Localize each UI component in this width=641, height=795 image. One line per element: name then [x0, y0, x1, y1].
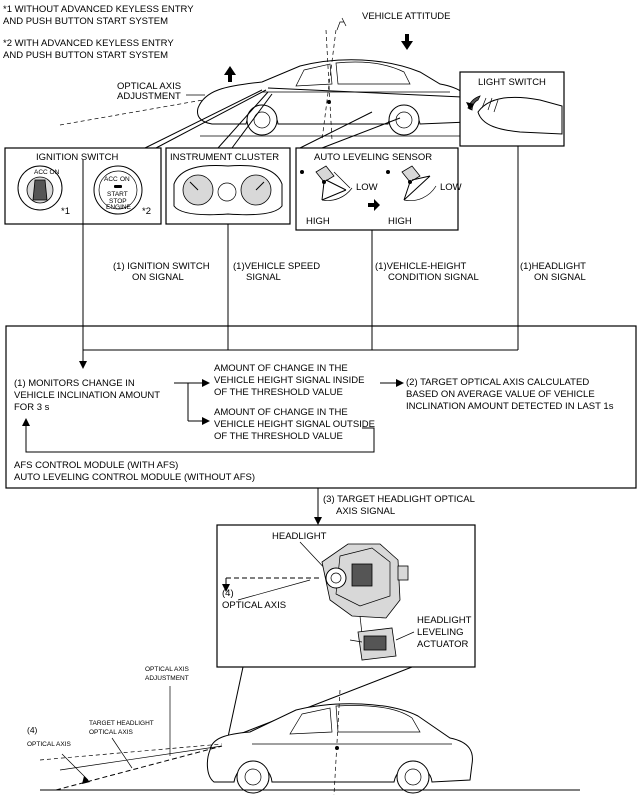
bottom-axis-num: (4)	[27, 725, 38, 735]
module-line-2: AUTO LEVELING CONTROL MODULE (WITHOUT AF…	[14, 472, 255, 483]
footnotes: *1 WITHOUT ADVANCED KEYLESS ENTRY AND PU…	[3, 4, 194, 61]
signal-height-2: CONDITION SIGNAL	[388, 272, 479, 283]
sensor-high-2: HIGH	[388, 216, 412, 227]
monitors-line-1: (1) MONITORS CHANGE IN	[14, 378, 135, 389]
inside-line-1: AMOUNT OF CHANGE IN THE	[214, 363, 348, 374]
target-line-3: INCLINATION AMOUNT DETECTED IN LAST 1s	[406, 401, 614, 412]
bottom-adjustment-2: ADJUSTMENT	[145, 675, 189, 682]
ignition-switch-label: IGNITION SWITCH	[36, 152, 118, 163]
light-switch-box: LIGHT SWITCH	[459, 71, 565, 147]
sensor-high-1: HIGH	[306, 216, 330, 227]
signal-headlight-1: (1)HEADLIGHT	[520, 261, 586, 272]
optical-axis-adjustment-label-2: ADJUSTMENT	[117, 91, 181, 102]
light-switch-label: LIGHT SWITCH	[478, 77, 546, 88]
ignition-mark-2: *2	[142, 206, 151, 217]
top-vehicle-illustration	[59, 17, 471, 141]
signal-headlight-2: ON SIGNAL	[534, 272, 586, 283]
bottom-adjustment-1: OPTICAL AXIS	[145, 666, 189, 673]
headlight-actuator-box: HEADLIGHT (4) OPTICAL AXIS HEADLIGHT LEV…	[216, 524, 476, 668]
control-module-box: (1) MONITORS CHANGE IN VEHICLE INCLINATI…	[5, 325, 637, 489]
push-button-acc: ACC	[104, 176, 118, 183]
signal-ignition-2: ON SIGNAL	[132, 272, 184, 283]
outside-line-1: AMOUNT OF CHANGE IN THE	[214, 407, 348, 418]
actuator-line-2: LEVELING	[417, 627, 463, 638]
actuator-line-1: HEADLIGHT	[417, 615, 472, 626]
signal-speed-2: SIGNAL	[246, 272, 281, 283]
outside-line-3: OF THE THRESHOLD VALUE	[214, 431, 343, 442]
target-line-1: (2) TARGET OPTICAL AXIS CALCULATED	[406, 377, 589, 388]
push-button-on: ON	[120, 176, 130, 183]
push-button-engine: ENGINE	[106, 204, 132, 211]
output-signal-2: AXIS SIGNAL	[336, 506, 395, 517]
outside-line-2: VEHICLE HEIGHT SIGNAL OUTSIDE	[214, 419, 375, 430]
auto-leveling-sensor-box: AUTO LEVELING SENSOR LOW HIGH LOW HIGH	[295, 147, 462, 231]
note-1-line-1: *1 WITHOUT ADVANCED KEYLESS ENTRY	[3, 4, 194, 15]
input-signal-lines	[79, 146, 519, 369]
ignition-mark-1: *1	[61, 206, 70, 217]
actuator-line-3: ACTUATOR	[417, 639, 469, 650]
push-button-stop: STOP	[109, 198, 127, 205]
instrument-cluster-box: INSTRUMENT CLUSTER	[165, 147, 291, 225]
optical-axis-num: (4)	[222, 588, 234, 599]
component-leader-lines	[144, 87, 463, 149]
output-signal-1: (3) TARGET HEADLIGHT OPTICAL	[323, 494, 475, 505]
optical-axis-adjustment-label-1: OPTICAL AXIS	[117, 81, 181, 92]
push-button-start: START	[107, 191, 128, 198]
sensor-low-2: LOW	[440, 182, 462, 193]
target-line-2: BASED ON AVERAGE VALUE OF VEHICLE	[406, 389, 595, 400]
signal-ignition-1: (1) IGNITION SWITCH	[113, 261, 210, 272]
headlight-label: HEADLIGHT	[272, 531, 327, 542]
signal-speed-1: (1)VEHICLE SPEED	[233, 261, 320, 272]
instrument-cluster-label: INSTRUMENT CLUSTER	[170, 152, 279, 163]
note-2-line-2: AND PUSH BUTTON START SYSTEM	[3, 50, 168, 61]
monitors-line-2: VEHICLE INCLINATION AMOUNT	[14, 390, 160, 401]
inside-line-3: OF THE THRESHOLD VALUE	[214, 387, 343, 398]
note-1-line-2: AND PUSH BUTTON START SYSTEM	[3, 16, 168, 27]
svg-text:ACC ON: ACC ON	[34, 169, 60, 176]
inside-line-2: VEHICLE HEIGHT SIGNAL INSIDE	[214, 375, 364, 386]
bottom-target-1: TARGET HEADLIGHT	[89, 720, 154, 727]
module-line-1: AFS CONTROL MODULE (WITH AFS)	[14, 460, 178, 471]
ignition-switch-box: IGNITION SWITCH ACC ON *1 ACC ON START S…	[4, 147, 162, 225]
vehicle-attitude-label: VEHICLE ATTITUDE	[362, 11, 451, 22]
bottom-target-2: OPTICAL AXIS	[89, 729, 133, 736]
note-2-line-1: *2 WITH ADVANCED KEYLESS ENTRY	[3, 38, 174, 49]
bottom-axis-label: OPTICAL AXIS	[27, 741, 71, 748]
optical-axis-label: OPTICAL AXIS	[222, 600, 286, 611]
signal-height-1: (1)VEHICLE-HEIGHT	[375, 261, 467, 272]
monitors-line-3: FOR 3 s	[14, 402, 50, 413]
bottom-vehicle-illustration	[39, 686, 580, 795]
sensor-low-1: LOW	[356, 182, 378, 193]
auto-leveling-sensor-label: AUTO LEVELING SENSOR	[314, 152, 432, 163]
